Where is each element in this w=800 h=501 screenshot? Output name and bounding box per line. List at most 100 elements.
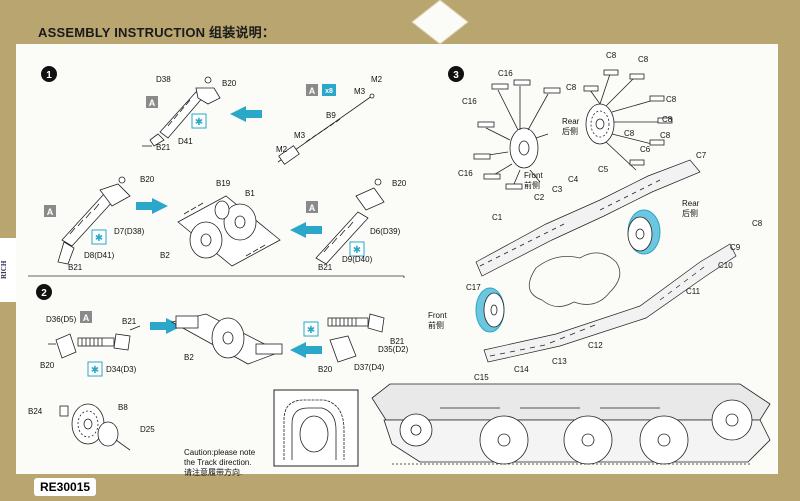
label-c11: C11 xyxy=(686,287,701,296)
part-sprue-a-box: A xyxy=(306,84,318,96)
svg-text:A: A xyxy=(149,98,156,108)
label-d38: D38 xyxy=(156,75,171,84)
label-c8: C8 xyxy=(752,219,763,228)
shock-absorber-right-drawing xyxy=(327,313,385,363)
bogie-right-drawing xyxy=(315,178,385,265)
label-d34-d3: D34(D3) xyxy=(106,365,137,374)
arrow-left-icon xyxy=(230,106,262,122)
bogie-step2-drawing xyxy=(170,313,283,365)
svg-text:A: A xyxy=(309,203,316,213)
label-d8-d41: D8(D41) xyxy=(84,251,115,260)
step-1-badge: 1 xyxy=(41,66,57,82)
label-d37-d4: D37(D4) xyxy=(354,363,385,372)
cement-icon: ✱ xyxy=(349,241,365,257)
bogie-wheels-drawing xyxy=(177,195,281,267)
step-3-badge: 3 xyxy=(448,66,464,82)
caution-line: the Track direction. xyxy=(184,458,252,467)
cement-icon: ✱ xyxy=(191,113,207,129)
quantity-badge: x8 xyxy=(322,84,336,96)
svg-text:✱: ✱ xyxy=(195,117,203,128)
svg-text:✱: ✱ xyxy=(307,325,315,336)
shock-absorber-drawing xyxy=(48,325,141,359)
label-front: Front xyxy=(524,171,543,180)
hull-outline xyxy=(528,252,621,307)
label-c6: C6 xyxy=(640,145,651,154)
label-c13: C13 xyxy=(552,357,567,366)
label-c3: C3 xyxy=(552,185,563,194)
caution-line-cn: 请注意履带方向. xyxy=(184,468,243,477)
svg-text:✱: ✱ xyxy=(91,365,99,376)
label-c15: C15 xyxy=(474,373,489,382)
rear-sprocket-highlight xyxy=(627,209,661,255)
front-idler-highlight xyxy=(475,287,505,333)
label-c16: C16 xyxy=(458,169,473,178)
label-d25: D25 xyxy=(140,425,155,434)
label-d9-d40: D9(D40) xyxy=(342,255,373,264)
product-code: RE30015 xyxy=(34,478,97,496)
idler-wheel-drawing xyxy=(473,79,561,190)
label-b2: B2 xyxy=(160,251,170,260)
label-c8: C8 xyxy=(638,55,649,64)
svg-text:A: A xyxy=(47,207,54,217)
svg-text:3: 3 xyxy=(453,70,459,81)
svg-text:2: 2 xyxy=(41,288,47,299)
label-m3: M3 xyxy=(354,87,366,96)
tank-side-view-drawing xyxy=(371,383,771,465)
label-b2: B2 xyxy=(184,353,194,362)
label-c8: C8 xyxy=(666,95,677,104)
label-c8: C8 xyxy=(662,115,673,124)
label-c5: C5 xyxy=(598,165,609,174)
svg-text:A: A xyxy=(83,313,90,323)
label-b20: B20 xyxy=(392,179,407,188)
label-b21: B21 xyxy=(122,317,137,326)
label-c8: C8 xyxy=(566,83,577,92)
cement-icon: ✱ xyxy=(91,229,107,245)
label-b20: B20 xyxy=(222,79,237,88)
label-rear: Rear xyxy=(562,117,580,126)
drive-sprocket-drawing xyxy=(583,69,673,171)
label-c8: C8 xyxy=(624,129,635,138)
part-sprue-a-box: A xyxy=(306,201,318,213)
sprocket-drawing xyxy=(59,403,131,451)
label-c1: C1 xyxy=(492,213,503,222)
label-rear-cn: 后侧 xyxy=(682,208,698,218)
label-c8: C8 xyxy=(660,131,671,140)
svg-text:x8: x8 xyxy=(325,88,333,95)
label-front: Front xyxy=(428,311,447,320)
label-b20: B20 xyxy=(40,361,55,370)
diamond-notch xyxy=(411,0,469,45)
label-front-cn: 前侧 xyxy=(428,320,444,330)
label-c17: C17 xyxy=(466,283,481,292)
label-c12: C12 xyxy=(588,341,603,350)
label-b21: B21 xyxy=(68,263,83,272)
label-b24: B24 xyxy=(28,407,43,416)
label-d6-d39: D6(D39) xyxy=(370,227,401,236)
label-d35-d2: D35(D2) xyxy=(378,345,409,354)
label-c14: C14 xyxy=(514,365,529,374)
label-d7-d38: D7(D38) xyxy=(114,227,145,236)
label-front-cn: 前侧 xyxy=(524,180,540,190)
label-c8: C8 xyxy=(606,51,617,60)
part-sprue-a-box: A xyxy=(44,205,56,217)
label-d41: D41 xyxy=(178,137,193,146)
label-b1: B1 xyxy=(245,189,255,198)
svg-text:A: A xyxy=(309,86,316,96)
label-c16: C16 xyxy=(462,97,477,106)
step-2-badge: 2 xyxy=(36,284,52,300)
label-rear-cn: 后侧 xyxy=(562,126,578,136)
label-c4: C4 xyxy=(568,175,579,184)
page-title: ASSEMBLY INSTRUCTION 组装说明： xyxy=(38,25,276,40)
arrow-right-icon xyxy=(136,198,168,214)
cement-icon: ✱ xyxy=(303,321,319,337)
caution-line: Caution:please note xyxy=(184,448,256,457)
cement-icon: ✱ xyxy=(87,361,103,377)
arrow-left-icon xyxy=(290,342,322,358)
part-sprue-a-box: A xyxy=(80,311,92,323)
label-b21: B21 xyxy=(318,263,333,272)
label-m2: M2 xyxy=(276,145,288,154)
label-c9: C9 xyxy=(730,243,741,252)
suspension-unit-drawing xyxy=(142,76,221,147)
label-m3: M3 xyxy=(294,131,306,140)
